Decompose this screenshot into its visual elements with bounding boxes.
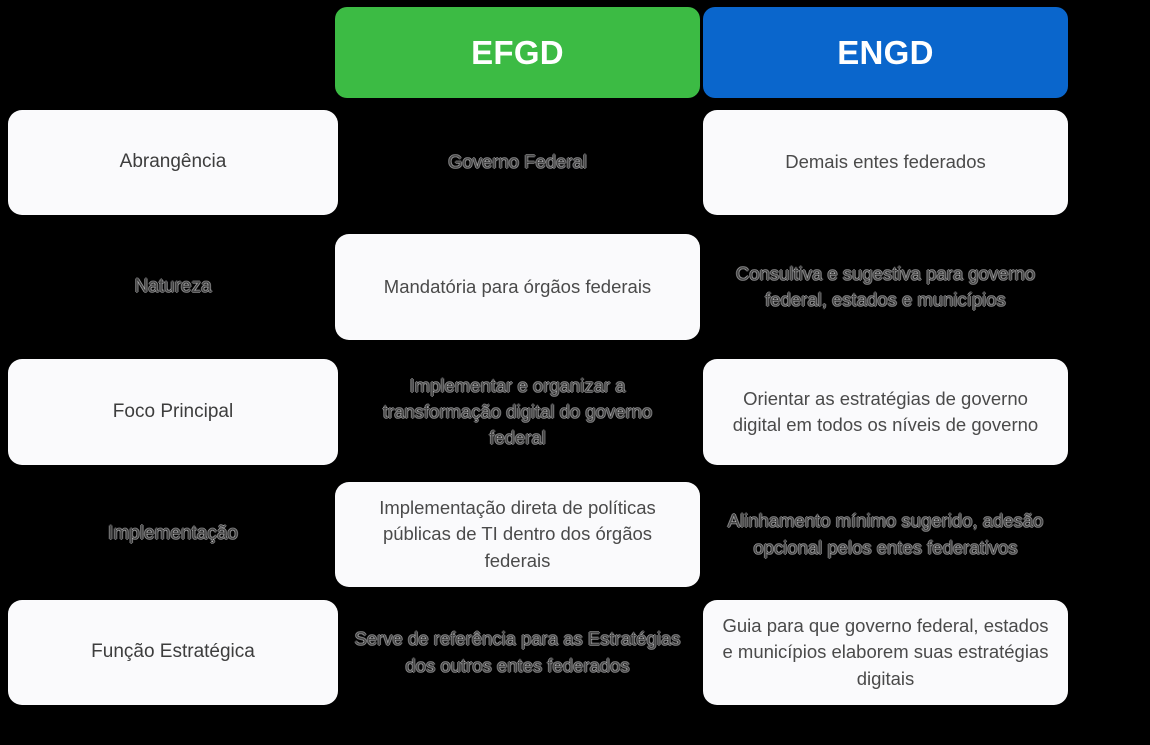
- cell-abrangencia-engd[interactable]: Demais entes federados: [703, 110, 1068, 215]
- cell-funcao-estrategica-efgd[interactable]: Serve de referência para as Estratégias …: [335, 600, 700, 705]
- cell-implementacao-engd[interactable]: Alinhamento mínimo sugerido, adesão opci…: [703, 482, 1068, 587]
- cell-implementacao-engd-text: Alinhamento mínimo sugerido, adesão opci…: [727, 510, 1044, 558]
- cell-natureza-efgd-text: Mandatória para órgãos federais: [383, 275, 652, 297]
- cell-funcao-estrategica-efgd-text: Serve de referência para as Estratégias …: [354, 628, 681, 676]
- row-label-abrangencia[interactable]: Abrangência: [8, 110, 338, 215]
- row-label-foco-principal[interactable]: Foco Principal: [8, 359, 338, 465]
- cell-funcao-estrategica-engd-text: Guia para que governo federal, estados e…: [722, 615, 1049, 689]
- row-label-abrangencia-text: Abrangência: [119, 151, 227, 173]
- column-header-efgd[interactable]: EFGD: [335, 7, 700, 98]
- cell-foco-principal-efgd[interactable]: Implementar e organizar a transformação …: [335, 359, 700, 465]
- cell-implementacao-efgd[interactable]: Implementação direta de políticas públic…: [335, 482, 700, 587]
- cell-foco-principal-efgd-text: Implementar e organizar a transformação …: [382, 374, 653, 449]
- row-label-funcao-estrategica[interactable]: Função Estratégica: [8, 600, 338, 705]
- row-label-natureza[interactable]: Natureza: [8, 234, 338, 340]
- cell-abrangencia-engd-text: Demais entes federados: [785, 151, 986, 173]
- cell-foco-principal-engd[interactable]: Orientar as estratégias de governo digit…: [703, 359, 1068, 465]
- row-label-implementacao-text: Implementação: [108, 523, 238, 545]
- row-label-implementacao[interactable]: Implementação: [8, 482, 338, 587]
- cell-abrangencia-efgd[interactable]: Governo Federal: [335, 110, 700, 215]
- cell-implementacao-efgd-text: Implementação direta de políticas públic…: [379, 497, 656, 571]
- cell-abrangencia-efgd-text: Governo Federal: [448, 151, 587, 173]
- row-label-foco-principal-text: Foco Principal: [112, 400, 234, 422]
- column-header-efgd-label: EFGD: [471, 33, 564, 71]
- row-label-funcao-estrategica-text: Função Estratégica: [91, 641, 255, 663]
- cell-natureza-efgd[interactable]: Mandatória para órgãos federais: [335, 234, 700, 340]
- column-header-engd[interactable]: ENGD: [703, 7, 1068, 98]
- cell-funcao-estrategica-engd[interactable]: Guia para que governo federal, estados e…: [703, 600, 1068, 705]
- cell-natureza-engd-text: Consultiva e sugestiva para governo fede…: [735, 262, 1036, 310]
- cell-natureza-engd[interactable]: Consultiva e sugestiva para governo fede…: [703, 234, 1068, 340]
- cell-foco-principal-engd-text: Orientar as estratégias de governo digit…: [732, 387, 1039, 435]
- column-header-engd-label: ENGD: [837, 33, 934, 71]
- row-label-natureza-text: Natureza: [134, 275, 212, 297]
